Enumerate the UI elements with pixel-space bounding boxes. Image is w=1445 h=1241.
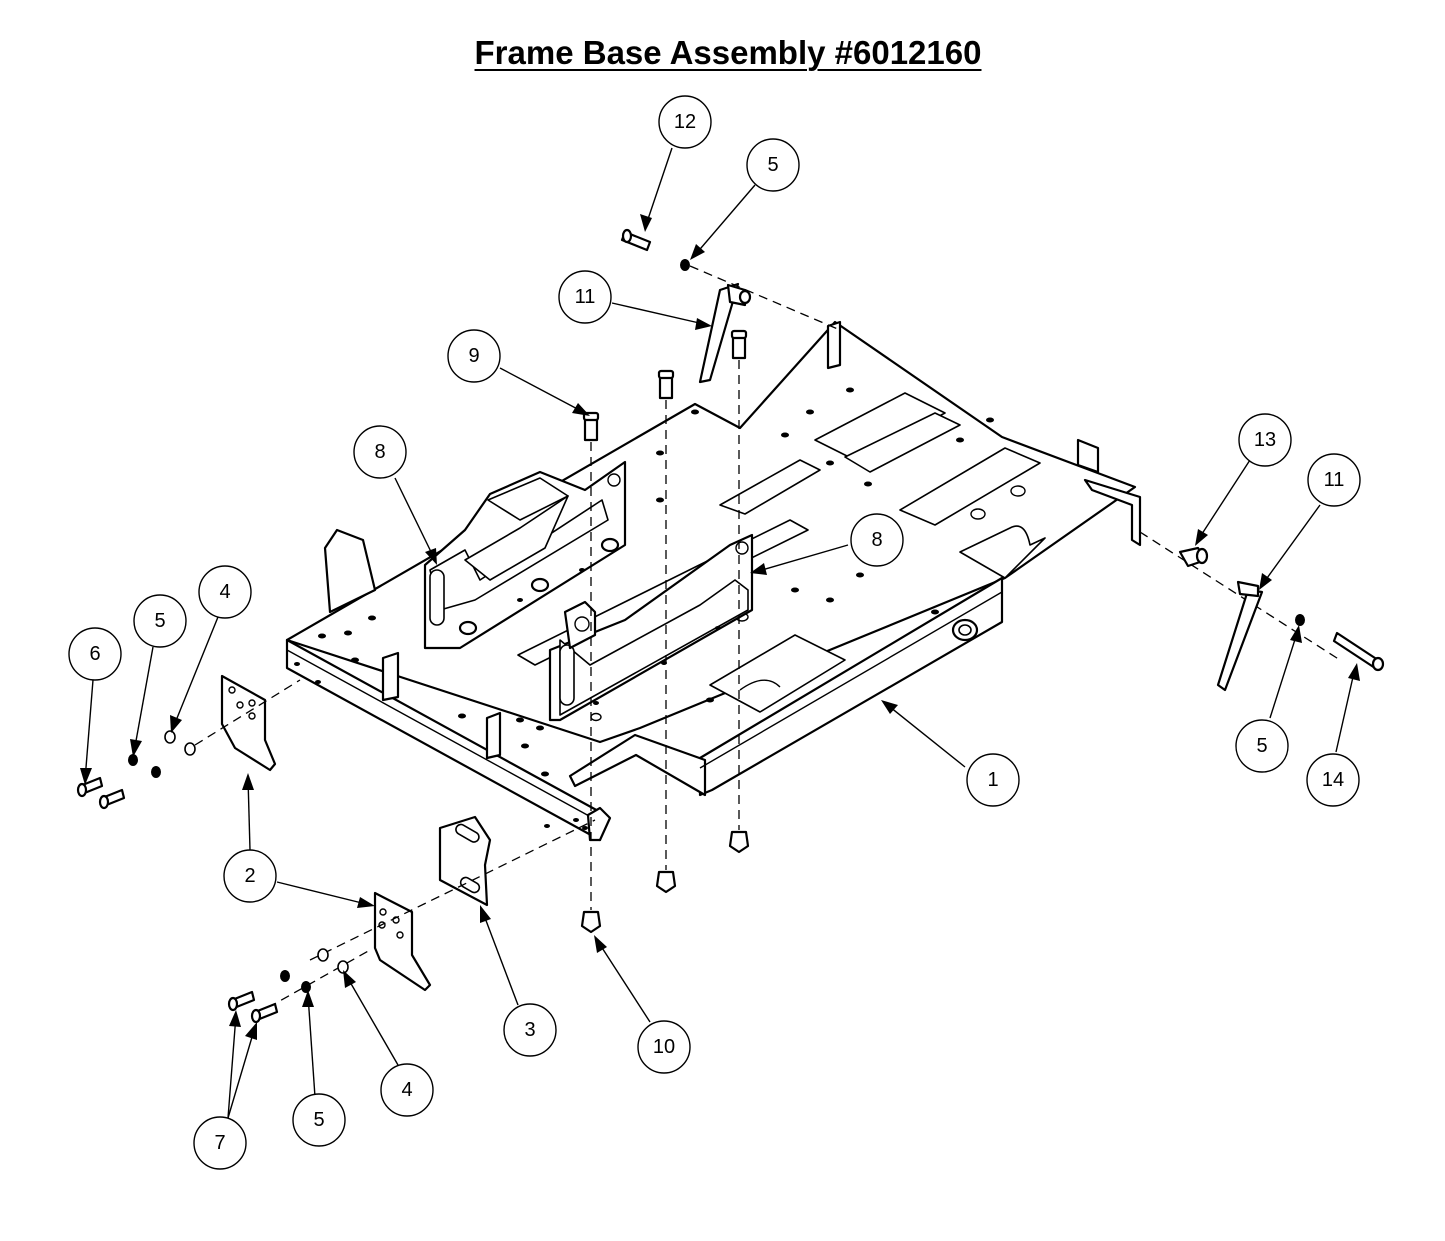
svg-text:11: 11 <box>1324 469 1345 491</box>
svg-text:2: 2 <box>244 865 255 887</box>
svg-text:14: 14 <box>1322 769 1344 791</box>
svg-text:10: 10 <box>653 1036 675 1058</box>
callout-5-right: 5 <box>1235 719 1289 773</box>
callout-5-left: 5 <box>133 594 187 648</box>
svg-text:8: 8 <box>374 441 385 463</box>
callout-12: 12 <box>658 95 712 149</box>
svg-text:12: 12 <box>674 111 696 133</box>
callout-bubbles: 12 5 11 9 8 8 13 11 4 5 6 2 1 5 14 3 10 … <box>68 95 1361 1170</box>
svg-text:9: 9 <box>468 345 479 367</box>
svg-text:1: 1 <box>987 769 998 791</box>
svg-text:5: 5 <box>1256 735 1267 757</box>
svg-text:13: 13 <box>1254 429 1276 451</box>
callout-4-lower: 4 <box>380 1063 434 1117</box>
svg-text:5: 5 <box>313 1109 324 1131</box>
svg-text:7: 7 <box>214 1132 225 1154</box>
right-hardware <box>1139 531 1385 692</box>
callout-5-lower: 5 <box>292 1093 346 1147</box>
bracket-left <box>423 460 627 650</box>
callout-11-right: 11 <box>1307 453 1361 507</box>
callout-13: 13 <box>1238 413 1292 467</box>
bolts-and-nuts <box>580 329 750 934</box>
top-hardware <box>620 228 841 384</box>
lower-hardware <box>227 815 596 1024</box>
svg-text:6: 6 <box>89 643 100 665</box>
callout-8-right: 8 <box>850 513 904 567</box>
callout-11-top: 11 <box>558 270 612 324</box>
svg-text:4: 4 <box>219 581 230 603</box>
bracket-right <box>548 533 754 722</box>
leader-lines <box>80 147 1360 1119</box>
callout-9: 9 <box>447 329 501 383</box>
callout-8-left: 8 <box>353 425 407 479</box>
left-hardware <box>76 674 301 810</box>
svg-text:8: 8 <box>871 529 882 551</box>
callout-4-left: 4 <box>198 565 252 619</box>
callout-6: 6 <box>68 627 122 681</box>
callout-1: 1 <box>966 753 1020 807</box>
callout-2-top: 2 <box>223 849 277 903</box>
svg-text:4: 4 <box>401 1079 412 1101</box>
callout-10: 10 <box>637 1020 691 1074</box>
diagram-title: Frame Base Assembly #6012160 <box>474 34 982 71</box>
svg-text:3: 3 <box>524 1019 535 1041</box>
svg-text:5: 5 <box>154 610 165 632</box>
svg-text:11: 11 <box>575 286 596 308</box>
callout-3: 3 <box>503 1003 557 1057</box>
callout-7: 7 <box>193 1116 247 1170</box>
svg-text:5: 5 <box>767 154 778 176</box>
callout-5-top: 5 <box>746 138 800 192</box>
callout-14: 14 <box>1306 753 1360 807</box>
